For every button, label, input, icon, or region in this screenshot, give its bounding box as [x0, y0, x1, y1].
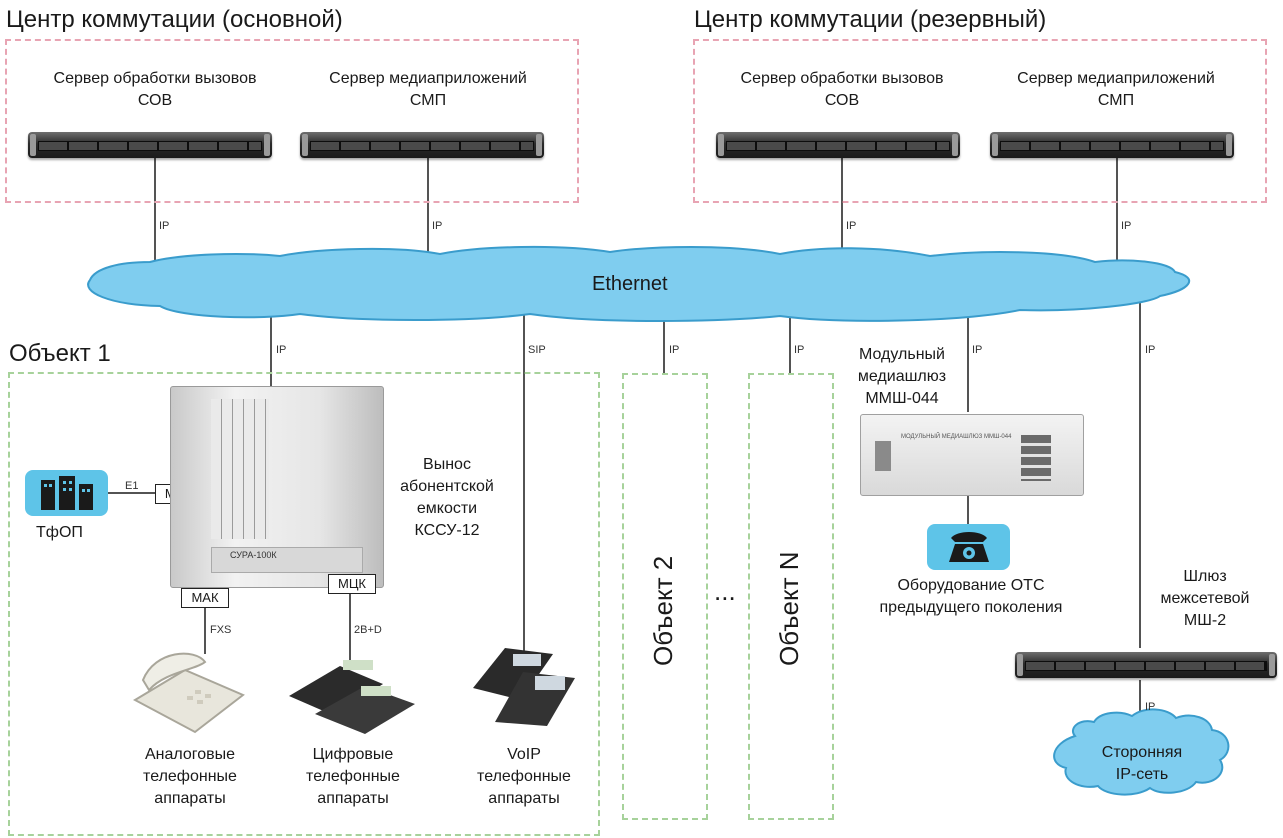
backup-center-title: Центр коммутации (резервный) — [694, 6, 1047, 33]
backup-center-zone — [693, 39, 1267, 203]
sura-chassis: СУРА-100К — [170, 386, 384, 588]
voip-phone-icon — [473, 648, 575, 726]
ip-tag-firewall: IP — [1145, 344, 1156, 356]
mediagateway-panel-text: МОДУЛЬНЫЙ МЕДИАШЛЮЗ ММШ-044 — [901, 434, 1012, 440]
objectN-zone — [748, 373, 834, 820]
object1-title: Объект 1 — [9, 340, 111, 367]
primary-center-zone — [5, 39, 579, 203]
2bd-tag: 2B+D — [354, 624, 382, 636]
legacy-equipment-icon-box — [927, 524, 1010, 570]
ip-tag-primary-media: IP — [432, 220, 443, 232]
chassis-plate: СУРА-100К — [211, 547, 363, 573]
ip-tag-backup-cps: IP — [846, 220, 857, 232]
object2-zone — [622, 373, 708, 820]
chassis-brand: СУРА-100К — [230, 550, 277, 560]
pstn-icon-box — [25, 470, 108, 516]
thirdparty-cloud — [1053, 708, 1230, 796]
objectN-title: Объект N — [774, 551, 804, 666]
object1-zone — [8, 372, 600, 836]
digital-phone-icon — [289, 660, 415, 734]
pstn-label: ТфОП — [36, 524, 83, 541]
mediagateway-keypad — [875, 441, 891, 471]
primary-center-title: Центр коммутации (основной) — [6, 6, 343, 33]
sip-tag-voip: SIP — [528, 344, 546, 356]
mediagateway-ports — [1021, 435, 1051, 481]
fxs-tag: FXS — [210, 624, 232, 636]
chassis-cards — [211, 399, 269, 539]
ip-tag-backup-media: IP — [1121, 220, 1132, 232]
ip-tag-primary-cps: IP — [159, 220, 170, 232]
mak-interface: МАК — [181, 588, 229, 608]
ethernet-cloud — [87, 245, 1190, 322]
rotary-phone-icon — [949, 532, 989, 562]
ip-tag-objectN: IP — [794, 344, 805, 356]
ethernet-label: Ethernet — [592, 273, 668, 295]
primary-media-server — [300, 132, 544, 158]
ip-tag-thirdparty: IP — [1145, 701, 1156, 713]
backup-cps-server — [716, 132, 960, 158]
ip-tag-gateway: IP — [972, 344, 983, 356]
backup-media-server — [990, 132, 1234, 158]
ip-tag-object1: IP — [276, 344, 287, 356]
object2-title: Объект 2 — [648, 555, 678, 666]
firewall-server — [1015, 652, 1277, 678]
analog-phone-icon — [132, 652, 245, 734]
ip-tag-object2: IP — [669, 344, 680, 356]
mck-interface: МЦК — [328, 574, 376, 594]
e1-tag: E1 — [125, 480, 139, 492]
building-icon — [41, 476, 93, 510]
ellipsis: ... — [714, 576, 736, 606]
mediagateway-device: МОДУЛЬНЫЙ МЕДИАШЛЮЗ ММШ-044 — [860, 414, 1084, 496]
primary-cps-server — [28, 132, 272, 158]
